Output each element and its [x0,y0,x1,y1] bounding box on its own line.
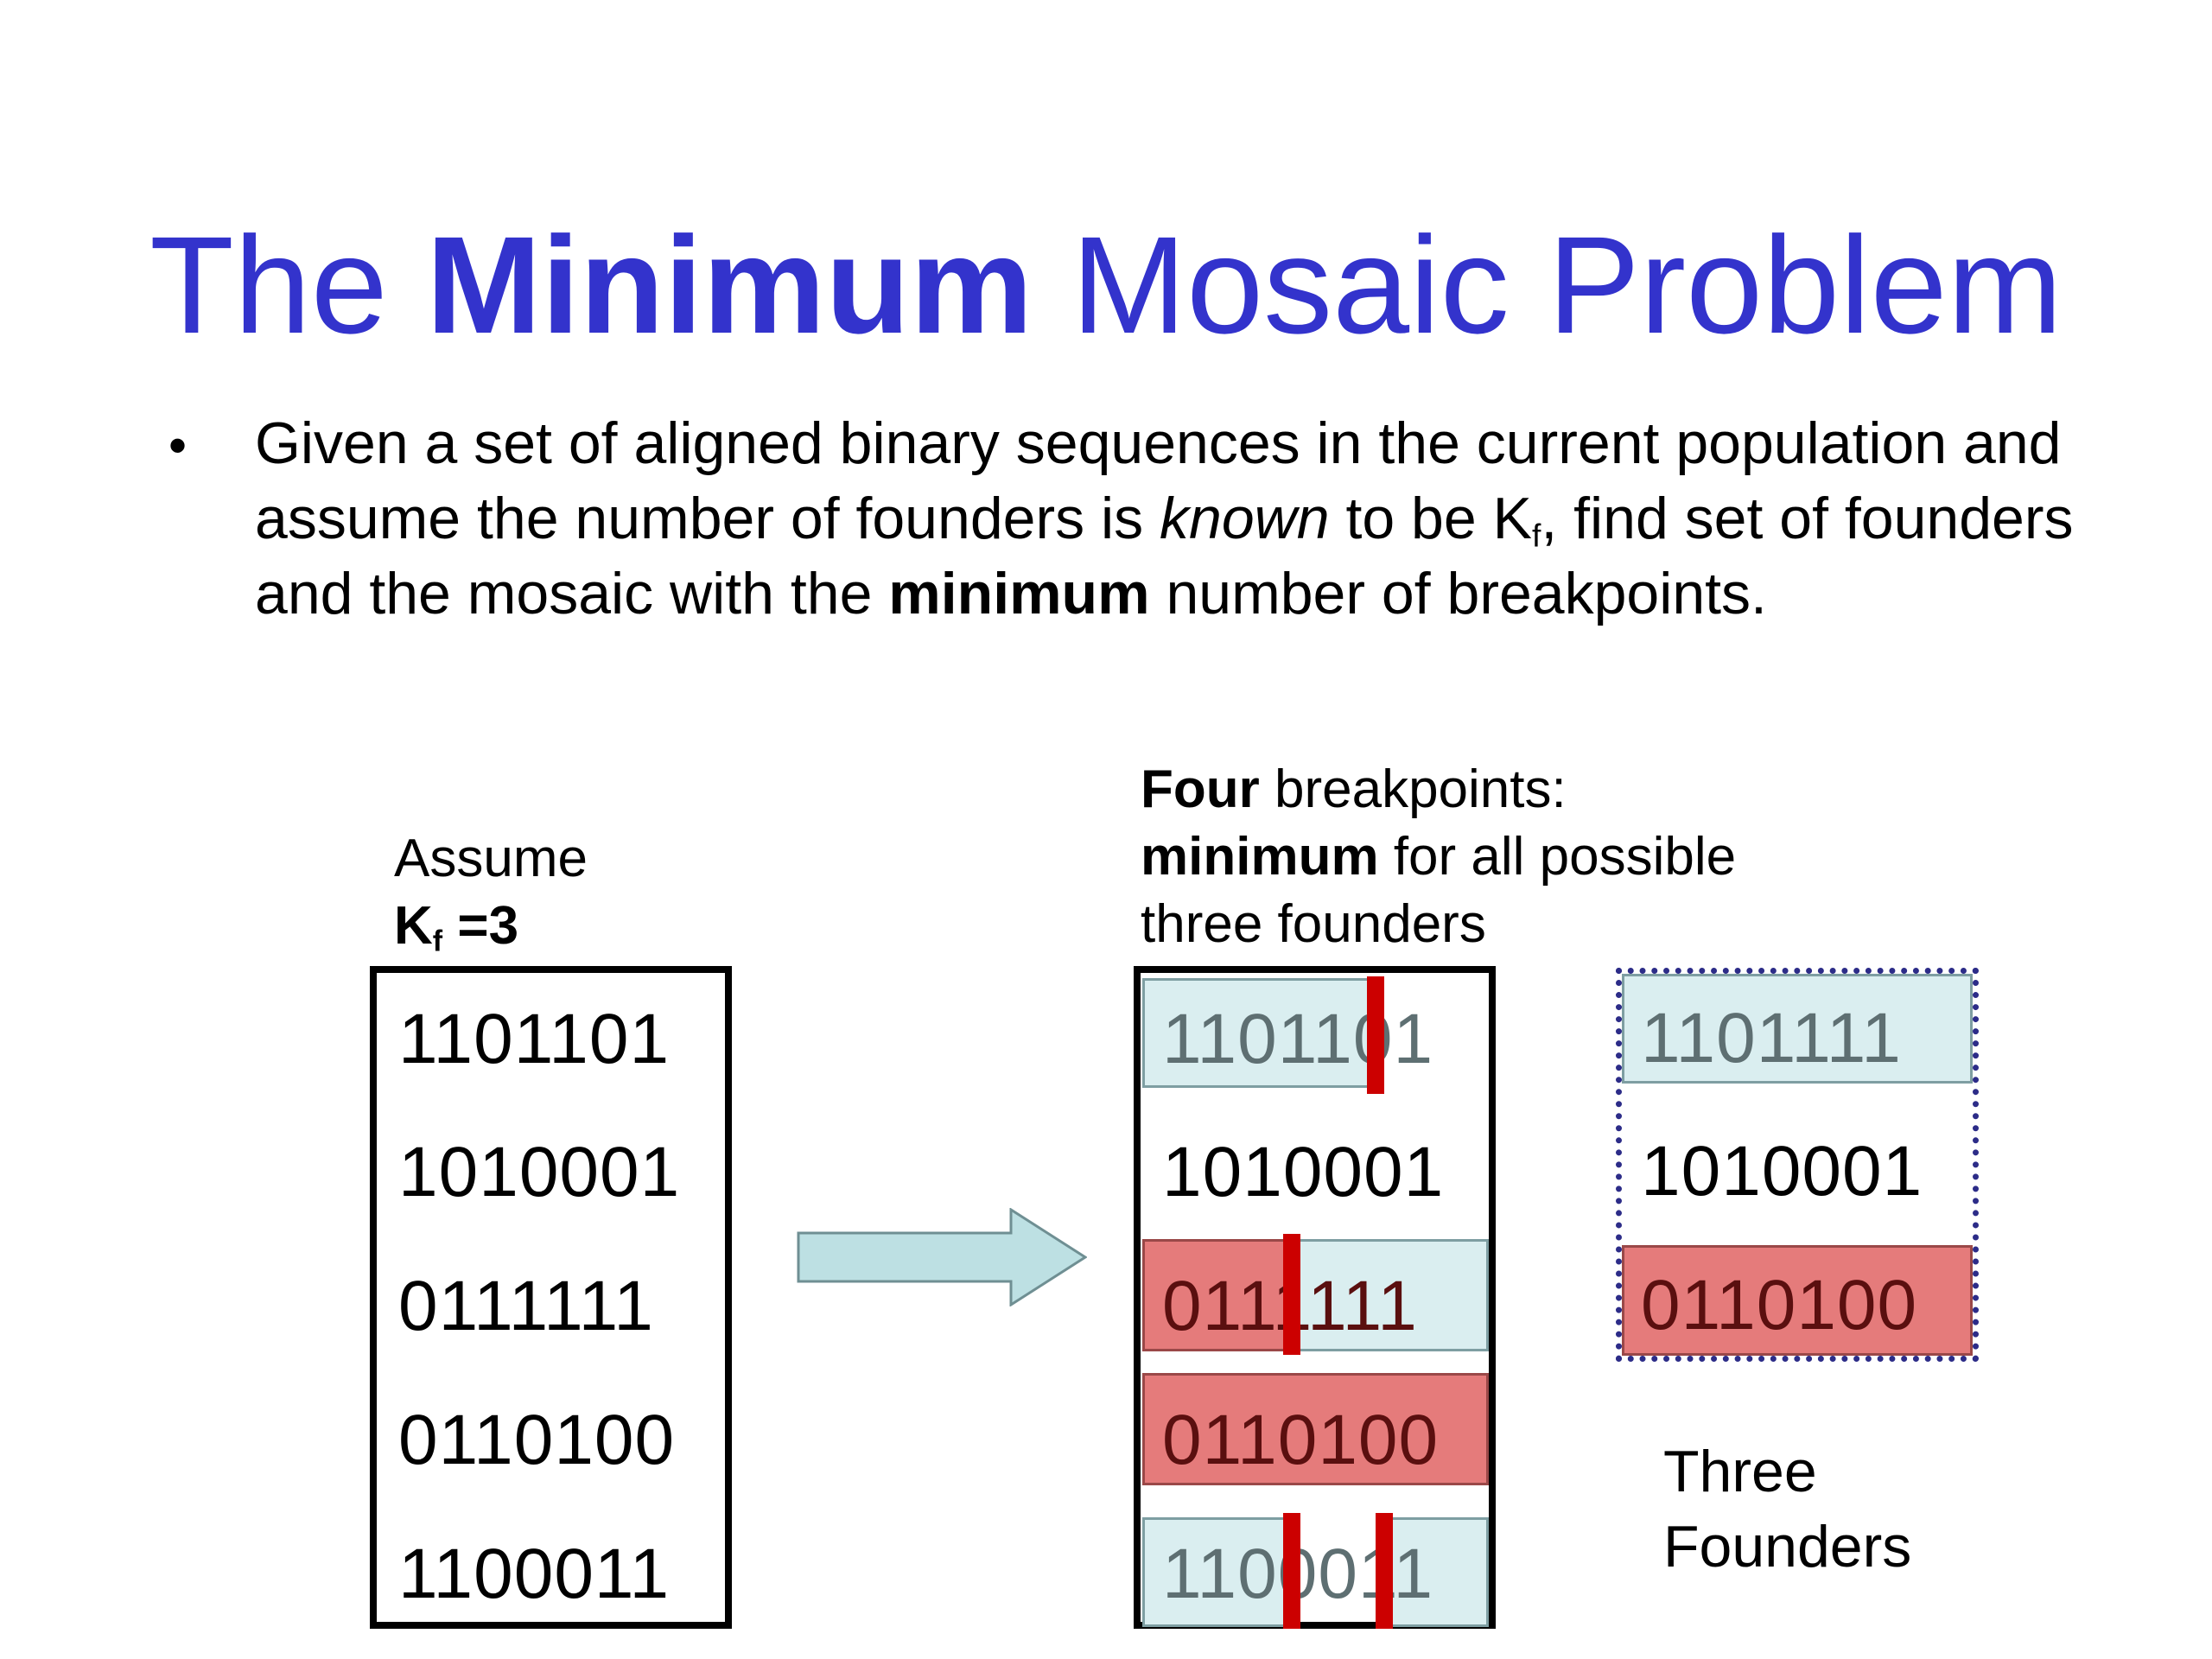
input-sequence: 0110100 [398,1401,676,1479]
mosaic-sequence: 1010001 [1162,1133,1445,1211]
kf-label: Kf =3 [394,893,588,960]
founder-segment-red [1142,1373,1489,1485]
breakpoint-marker [1376,1513,1393,1629]
bullet-part1: Given a set of aligned binary sequences … [255,410,2062,551]
assume-caption: Assume Kf =3 [394,825,588,960]
founder-row-red [1622,1245,1973,1356]
input-sequence: 1101101 [398,1000,671,1078]
breakpoints-rest2: for all possible [1378,827,1737,887]
mosaic-sequence: 1101101 [1162,1000,1434,1078]
breakpoints-line2: minimum for all possible [1141,823,1736,891]
founders-box: 1101111 1010001 0110100 [1616,968,1979,1362]
bullet-paragraph: Given a set of aligned binary sequences … [255,406,2156,632]
breakpoints-bold1: Four [1141,760,1260,819]
founder-sequence: 0110100 [1641,1266,1918,1344]
title-post: Mosaic Problem [1033,207,2063,362]
title-bold: Minimum [426,207,1033,362]
title-pre: The [149,207,427,362]
kf-k: K [394,896,433,956]
founder-row-blue [1622,974,1973,1084]
right-arrow-icon [797,1208,1087,1306]
bullet-bold: minimum [888,561,1150,626]
breakpoints-caption: Four breakpoints: minimum for all possib… [1141,756,1736,958]
input-sequences-box: 1101101 1010001 0111111 0110100 1100011 [370,966,732,1629]
input-sequence: 1010001 [398,1133,681,1211]
founder-sequence: 1010001 [1641,1132,1923,1211]
founder-segment-blue [1142,1517,1289,1627]
mosaic-box: 1101101 1010001 0111111 0110100 1100011 [1134,966,1496,1629]
founders-caption: Three Founders [1663,1434,1911,1585]
breakpoint-marker [1367,976,1384,1094]
bullet-dot: • [168,416,188,474]
breakpoints-line3: three founders [1141,894,1486,954]
slide-title: The Minimum Mosaic Problem [0,216,2212,354]
input-sequence: 0111111 [398,1267,654,1345]
breakpoints-rest1: breakpoints: [1259,760,1567,819]
bullet-part2: to be K [1329,486,1532,551]
founders-caption-line2: Founders [1663,1514,1912,1580]
bullet-part3: , find set of founders and the mosaic wi… [255,486,2074,626]
kf-value: =3 [442,896,519,956]
breakpoints-line1: Four breakpoints: [1141,756,1736,823]
bullet-sub: f [1531,517,1541,554]
kf-sub: f [432,925,443,958]
input-sequence: 1100011 [398,1535,671,1613]
founders-caption-line1: Three [1663,1439,1817,1504]
assume-label: Assume [394,829,588,888]
breakpoint-marker [1283,1234,1300,1355]
founder-segment-red [1142,1239,1289,1351]
founder-segment-blue [1287,1239,1489,1351]
breakpoints-bold2: minimum [1141,827,1379,887]
bullet-italic: known [1160,486,1330,551]
bullet-part4: number of breakpoints. [1149,561,1767,626]
founder-segment-blue [1142,978,1374,1088]
breakpoint-marker [1283,1513,1300,1629]
mosaic-sequence: 0110100 [1162,1401,1440,1479]
founder-sequence: 1101111 [1641,999,1902,1077]
